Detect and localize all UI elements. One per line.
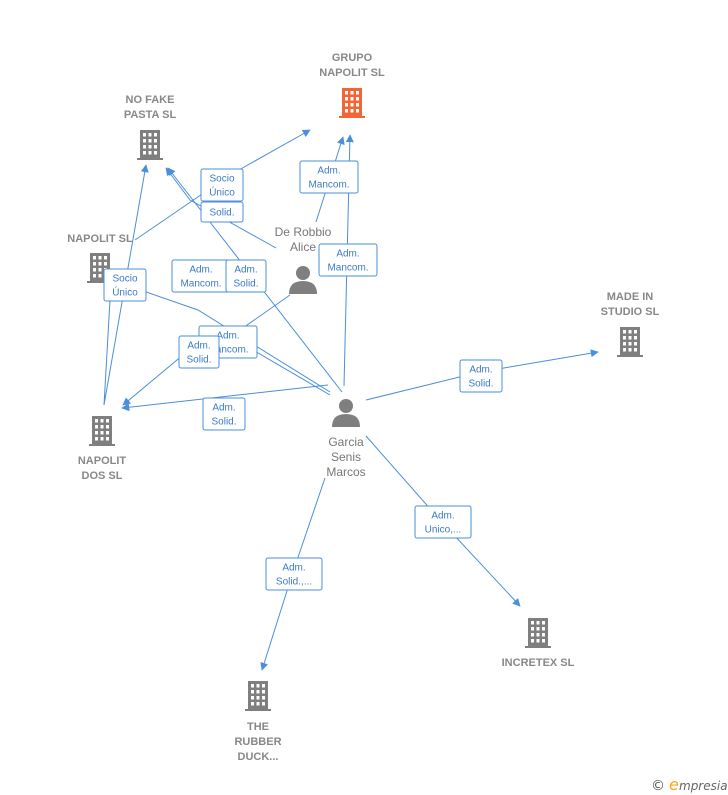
node-label-incretex-0: INCRETEX SL	[502, 657, 575, 669]
relation-box	[299, 160, 359, 194]
relation-text: Solid.	[211, 417, 236, 428]
relation-text: Mancom.	[308, 180, 349, 191]
relation-text: Adm.	[282, 563, 305, 574]
relation-text: Mancom.	[180, 279, 221, 290]
relation-box	[200, 201, 244, 223]
relation-box	[459, 359, 503, 393]
relation-box	[318, 243, 378, 277]
relation-text: Solid.	[209, 208, 234, 219]
node-label-nofake-0: NO FAKE	[126, 94, 175, 106]
relation-box	[200, 168, 244, 202]
relation-label-r7[interactable]: Adm. Solid.	[225, 259, 267, 293]
building-icon	[339, 88, 365, 118]
node-label-rubber-1: RUBBER	[234, 736, 281, 748]
relation-text: Único	[209, 186, 235, 199]
relation-box	[202, 397, 246, 431]
node-label-grupo-1: NAPOLIT SL	[319, 67, 385, 79]
relation-text: Socio	[112, 274, 137, 285]
relation-text: Solid.	[186, 355, 211, 366]
node-label-dos-1: DOS SL	[82, 470, 123, 482]
relation-label-r12[interactable]: Adm. Unico,...	[414, 505, 472, 539]
node-grupo[interactable]: GRUPO NAPOLIT SL	[319, 52, 385, 118]
node-label-alice-0: De Robbio	[275, 225, 332, 239]
node-label-garcia-0: Garcia	[328, 435, 364, 449]
building-icon	[137, 130, 163, 160]
node-label-garcia-2: Marcos	[326, 465, 365, 479]
relation-label-r13[interactable]: Adm. Solid.,...	[265, 557, 323, 591]
relation-labels-layer: SocioÚnicoSolid.Adm.Mancom.Adm.Mancom.So…	[103, 160, 503, 591]
relation-label-r11[interactable]: Adm. Solid.	[459, 359, 503, 393]
node-label-rubber-0: THE	[247, 721, 269, 733]
relation-text: Único	[112, 286, 138, 299]
node-label-nofake-1: PASTA SL	[124, 109, 177, 121]
relation-label-r6[interactable]: Adm. Mancom.	[171, 259, 231, 293]
relation-text: Mancom.	[327, 263, 368, 274]
node-incretex[interactable]: INCRETEX SL	[502, 618, 575, 669]
brand-name: mpresia	[679, 779, 728, 793]
relation-text: Unico,...	[425, 525, 462, 536]
edge-alice-2	[165, 167, 277, 249]
relation-text: Adm.	[187, 341, 210, 352]
node-label-garcia-1: Senis	[331, 450, 361, 464]
relation-box	[225, 259, 267, 293]
relation-text: Solid.	[233, 279, 258, 290]
relation-text: Mancom.	[207, 345, 248, 356]
node-label-made-0: MADE IN	[607, 291, 654, 303]
building-icon	[525, 618, 551, 648]
relation-box	[178, 335, 220, 369]
relation-box	[265, 557, 323, 591]
relation-text: Adm.	[189, 265, 212, 276]
relation-box	[103, 268, 147, 302]
relation-label-r9[interactable]: Adm. Solid.	[178, 335, 220, 369]
relation-box	[414, 505, 472, 539]
node-label-napolit-0: NAPOLIT SL	[67, 233, 133, 245]
building-icon	[617, 327, 643, 357]
copyright-icon: ©	[651, 778, 665, 794]
relation-label-r10[interactable]: Adm. Solid.	[202, 397, 246, 431]
node-dos[interactable]: NAPOLIT DOS SL	[78, 416, 127, 482]
relation-label-r4[interactable]: Adm. Mancom.	[318, 243, 378, 277]
building-icon	[245, 681, 271, 711]
relation-text: Adm.	[234, 265, 257, 276]
person-icon	[332, 399, 360, 427]
node-nofake[interactable]: NO FAKE PASTA SL	[124, 94, 177, 160]
brand-initial: e	[669, 775, 679, 794]
relation-text: Adm.	[336, 249, 359, 260]
node-made[interactable]: MADE IN STUDIO SL	[601, 291, 660, 357]
relation-text: Solid.,...	[276, 577, 312, 588]
relation-label-r3[interactable]: Adm. Mancom.	[299, 160, 359, 194]
building-icon	[89, 416, 115, 446]
relation-text: Adm.	[469, 365, 492, 376]
edge-garcia-6	[121, 384, 329, 412]
person-icon	[289, 266, 317, 294]
node-label-dos-0: NAPOLIT	[78, 455, 127, 467]
node-label-grupo-0: GRUPO	[332, 52, 373, 64]
edges-layer	[103, 129, 599, 671]
relation-text: Adm.	[212, 403, 235, 414]
relation-text: Adm.	[317, 166, 340, 177]
node-label-rubber-2: DUCK...	[238, 751, 279, 763]
nodes-layer: GRUPO NAPOLIT SL NO FAKE PASTA SL NAPOLIT SL…	[67, 52, 659, 763]
relation-text: Adm.	[431, 511, 454, 522]
relation-label-r2[interactable]: Solid.	[200, 201, 244, 223]
relation-text: Socio	[209, 174, 234, 185]
relation-text: Adm.	[216, 331, 239, 342]
relation-text: Solid.	[468, 379, 493, 390]
node-label-made-1: STUDIO SL	[601, 306, 660, 318]
node-label-alice-1: Alice	[290, 240, 316, 254]
node-rubber[interactable]: THE RUBBER DUCK...	[234, 681, 282, 763]
